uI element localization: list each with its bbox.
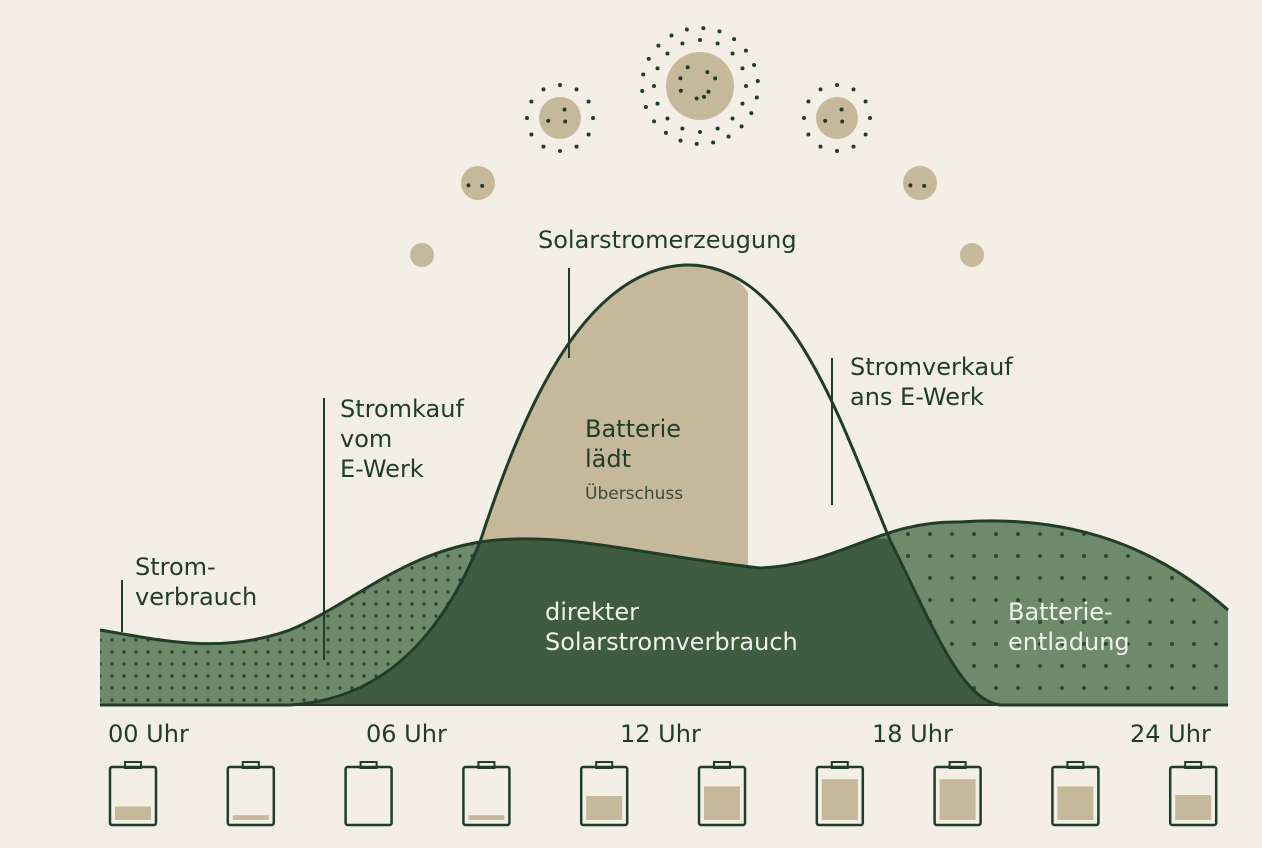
battery-icon [697, 761, 747, 827]
battery-level [939, 779, 976, 820]
tick-18: 18 Uhr [872, 720, 953, 748]
solar-generation-curve [100, 263, 1228, 707]
battery-icon [1168, 761, 1218, 827]
sun-mid-icon [903, 166, 937, 200]
direct-consumption-area [300, 538, 1000, 705]
battery-icon [226, 761, 276, 827]
consumption-curve [99, 519, 1230, 646]
battery-icon [1051, 761, 1100, 827]
battery-level [232, 815, 269, 820]
battery-level [704, 786, 740, 820]
battery-level [1057, 786, 1094, 820]
label-direct-use: direkter Solarstromverbrauch [545, 598, 798, 656]
battery-discharge-dots [880, 520, 1228, 705]
tick-12: 12 Uhr [620, 720, 701, 748]
sun-arc [410, 26, 984, 267]
battery-level [1175, 795, 1212, 820]
sun-peak-icon [640, 26, 760, 146]
battery-icon [579, 761, 629, 827]
sun-high-icon [802, 83, 872, 153]
label-surplus: Überschuss [585, 484, 684, 504]
battery-icon [108, 761, 158, 827]
sun-low-icon [960, 243, 984, 267]
label-grid-sale: Stromverkauf ans E-Werk [850, 353, 1013, 411]
label-battery-charging: Batterie lädt [585, 415, 682, 473]
battery-level [586, 796, 623, 820]
label-solar-generation: Solarstromerzeugung [538, 226, 797, 254]
tick-24: 24 Uhr [1130, 720, 1211, 748]
battery-icon [462, 761, 511, 827]
label-consumption: Strom- verbrauch [135, 553, 258, 611]
sun-low-icon [410, 243, 434, 267]
grid-purchase-dots [100, 542, 480, 705]
battery-icon [815, 761, 865, 827]
sun-high-icon [525, 83, 595, 153]
label-grid-purchase: Stromkauf vom E-Werk [340, 395, 464, 483]
battery-icon [933, 761, 982, 827]
tick-06: 06 Uhr [366, 720, 447, 748]
battery-level [115, 806, 151, 820]
sun-mid-icon [461, 166, 495, 200]
battery-row [108, 761, 1218, 827]
battery-level [468, 815, 505, 820]
battery-charging-area [480, 264, 748, 568]
battery-icon [344, 761, 393, 827]
tick-00: 00 Uhr [108, 720, 189, 748]
battery-level [821, 779, 858, 820]
label-battery-discharge: Batterie- entladung [1008, 598, 1130, 656]
